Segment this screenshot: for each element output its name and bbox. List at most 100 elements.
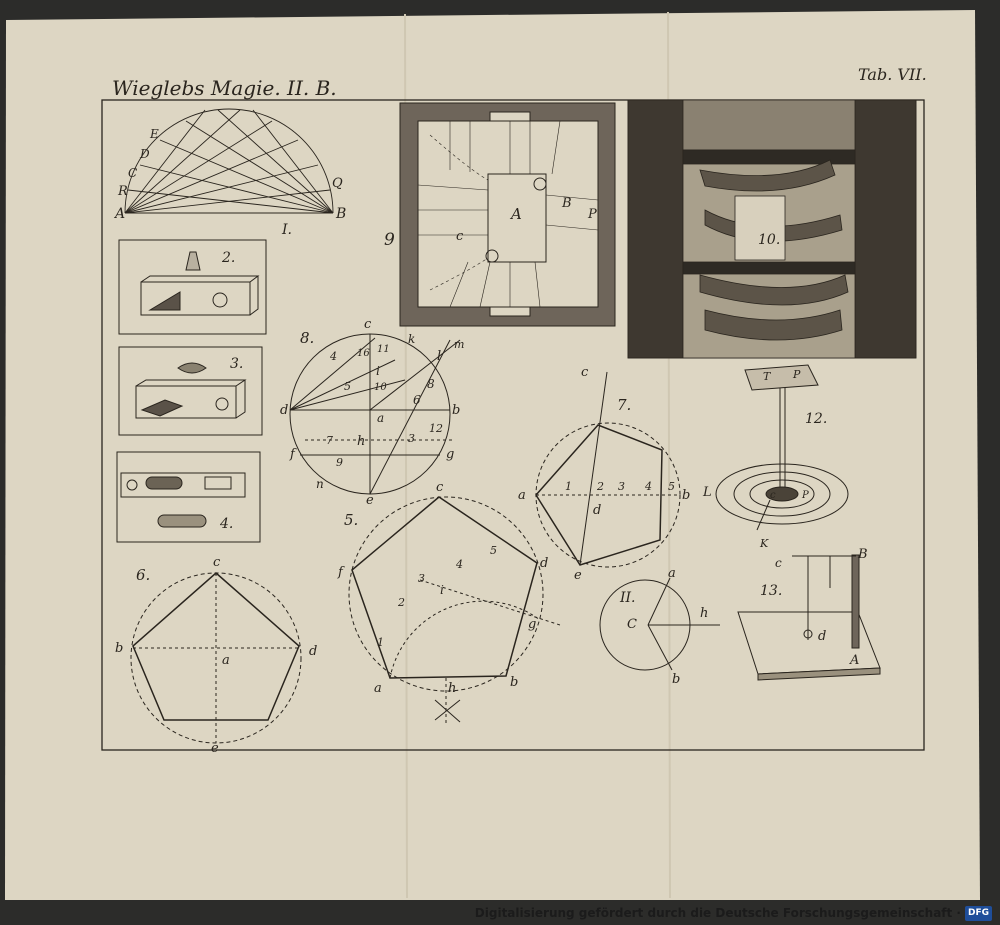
fig5-num-3: 3	[418, 572, 425, 585]
fig6-label-e: e	[211, 741, 219, 756]
fig8-num-5: 5	[344, 380, 351, 393]
caption-text: Digitalisierung gefördert durch die Deut…	[474, 906, 961, 920]
fig9-number: 9	[384, 230, 395, 250]
figure-3-box	[118, 346, 263, 436]
fig1-label-e: E	[149, 127, 159, 141]
fig1-label-b: B	[335, 206, 346, 222]
fig8-label-f: f	[289, 447, 297, 462]
fig7-label-c: c	[581, 365, 589, 380]
figure-9-stair-plan	[399, 102, 616, 327]
fig5-label-c: c	[436, 480, 444, 495]
fig6-label-b: b	[115, 641, 123, 656]
figure-7-pentagon	[535, 371, 681, 568]
fig8-label-n: n	[316, 477, 324, 491]
fig7-num-4: 4	[644, 480, 652, 493]
fig8-num-12: 12	[429, 422, 443, 435]
fig5-label-d: d	[540, 556, 548, 571]
fig6-label-a: a	[222, 653, 230, 668]
fig7-num-5: 5	[668, 480, 675, 493]
fig1-label-d: D	[139, 147, 150, 161]
fig9-label-a: A	[509, 205, 522, 223]
fig3-number: 3.	[230, 356, 243, 372]
fig8-label-e: e	[366, 493, 374, 508]
fig8-num-11: 11	[377, 344, 390, 355]
fig12-label-p-top: P	[792, 368, 801, 381]
fig11-label-a: a	[668, 566, 676, 581]
fig7-num-1: 1	[565, 480, 572, 493]
plate-number: Tab. VII.	[858, 65, 927, 84]
figure-1-semicircle	[124, 108, 334, 214]
fig2-number: 2.	[221, 250, 235, 266]
figure-13-apparatus	[737, 554, 881, 681]
figure-8-circle	[289, 333, 461, 495]
fig8-label-l: l	[437, 349, 441, 364]
fig5-label-f: f	[337, 565, 345, 580]
fig5-label-g: g	[528, 617, 536, 632]
fig6-number: 6.	[136, 566, 150, 584]
fig5-num-4: 4	[455, 558, 463, 571]
fig9-label-b: B	[561, 196, 572, 211]
fig12-label-l: L	[702, 485, 712, 500]
fig5-label-i: i	[440, 583, 444, 597]
fig13-label-c: c	[775, 556, 782, 570]
fig8-label-d: d	[280, 403, 288, 418]
fig8-num-8: 8	[427, 377, 435, 391]
fig8-label-b: b	[452, 403, 460, 418]
fig1-label-r: R	[117, 184, 128, 199]
fig13-label-b: B	[857, 547, 868, 562]
fig4-number: 4.	[219, 516, 233, 532]
fig8-num-9: 9	[336, 456, 343, 469]
fig5-num-2: 2	[397, 596, 405, 609]
fig12-number: 12.	[805, 411, 827, 427]
dfg-logo: DFG	[964, 906, 992, 921]
fig7-label-e: e	[574, 568, 582, 583]
fig10-number: 10.	[758, 232, 780, 248]
fig8-num-3: 3	[408, 432, 415, 445]
fig13-label-a: A	[849, 653, 859, 668]
fig8-label-h: h	[357, 434, 365, 449]
fig11-label-b: b	[672, 672, 680, 687]
fig8-num-6: 6	[413, 393, 421, 407]
fig8-label-a: a	[377, 411, 384, 425]
fig7-label-b: b	[682, 488, 690, 503]
fig12-label-c: c	[770, 490, 776, 501]
fig8-num-7: 7	[326, 434, 333, 447]
fig13-label-d: d	[818, 629, 826, 644]
fig7-number: 7.	[617, 396, 631, 414]
figure-10-spiral-stair	[627, 99, 917, 359]
fig11-number: II.	[619, 590, 636, 606]
fig11-label-c: C	[627, 617, 637, 632]
fig9-label-p: P	[587, 207, 597, 222]
fig8-num-16: 16	[357, 348, 370, 359]
fig1-number: I.	[281, 222, 292, 238]
fig5-number: 5.	[344, 511, 358, 529]
fig5-label-a: a	[374, 681, 382, 696]
plate-frame	[101, 99, 925, 751]
fig7-label-d: d	[593, 503, 601, 518]
figure-6-pentagon	[130, 572, 302, 744]
fig6-label-c: c	[213, 555, 221, 570]
fig5-label-h: h	[448, 681, 456, 696]
fig8-num-10: 10	[374, 382, 387, 393]
fig7-label-a: a	[518, 488, 526, 503]
fig1-label-a: A	[113, 206, 125, 222]
fig12-label-k: K	[759, 537, 769, 550]
figure-11-circle	[599, 577, 720, 671]
fig7-num-3: 3	[618, 480, 625, 493]
figure-5-pentagon	[348, 496, 561, 725]
digitization-caption: Digitalisierung gefördert durch die Deut…	[475, 902, 992, 925]
fig7-num-2: 2	[596, 480, 604, 493]
fig1-label-q: Q	[332, 176, 343, 191]
fig9-label-c: c	[456, 229, 464, 244]
fig8-label-c: c	[364, 317, 372, 332]
fig1-label-c: C	[128, 166, 137, 180]
fig5-num-1: 1	[377, 636, 384, 649]
fig12-label-p: P	[801, 490, 809, 501]
fig5-label-b: b	[510, 675, 518, 690]
figure-12-apparatus	[715, 364, 849, 531]
fig11-label-h: h	[700, 606, 708, 621]
fig8-label-m: m	[454, 338, 464, 351]
fig5-num-5: 5	[490, 544, 497, 557]
fig8-label-i: i	[376, 364, 380, 378]
